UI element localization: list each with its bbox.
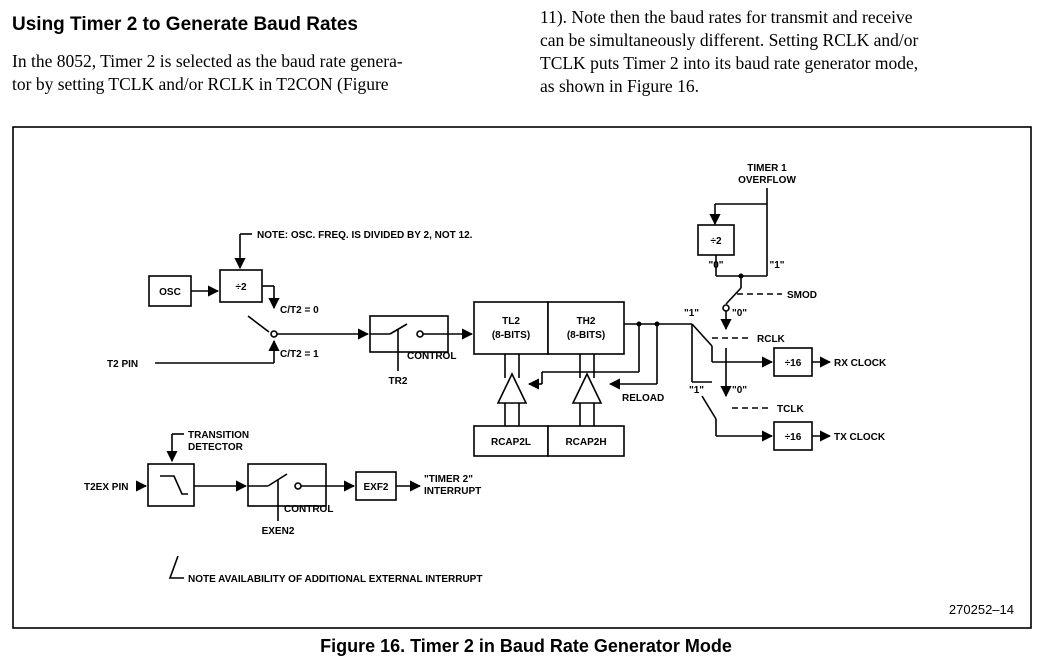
quote-0-label: "0"	[732, 308, 747, 319]
paragraph-line: 11). Note then the baud rates for transm…	[540, 7, 913, 27]
interrupt-label: INTERRUPT	[424, 486, 481, 497]
tx-clock-label: TX CLOCK	[834, 432, 886, 443]
osc-label: OSC	[159, 287, 181, 298]
div16-label: ÷16	[785, 432, 802, 443]
note-pointer	[168, 555, 184, 579]
detector-label: DETECTOR	[188, 442, 244, 453]
timer2-interrupt-label: "TIMER 2"	[424, 474, 473, 485]
switch-arm	[247, 315, 270, 333]
control-label: CONTROL	[407, 351, 456, 362]
paragraph-line: can be simultaneously different. Setting…	[540, 30, 919, 50]
transition-detector-block	[147, 463, 195, 507]
figure-frame	[12, 126, 1032, 629]
ct1-label: C/T2 = 1	[280, 349, 319, 360]
reload-buffer-high	[571, 372, 603, 404]
figure-caption: Figure 16. Timer 2 in Baud Rate Generato…	[320, 636, 732, 656]
osc-block	[148, 275, 192, 307]
rcap2h-label: RCAP2H	[565, 437, 606, 448]
paragraph-line: In the 8052, Timer 2 is selected as the …	[12, 51, 403, 71]
transition-label: TRANSITION	[188, 430, 249, 441]
rx-clock-label: RX CLOCK	[834, 358, 887, 369]
paragraph-line: TCLK puts Timer 2 into its baud rate gen…	[540, 53, 919, 73]
edge-symbol	[160, 475, 188, 495]
timer1-label: TIMER 1	[747, 163, 787, 174]
paragraph-line: as shown in Figure 16.	[540, 76, 699, 96]
quote-1-label: "1"	[684, 308, 699, 319]
osc-note-label: NOTE: OSC. FREQ. IS DIVIDED BY 2, NOT 12…	[257, 230, 473, 241]
tr2-label: TR2	[389, 376, 408, 387]
t2ex-pin-label: T2EX PIN	[84, 482, 128, 493]
ext-interrupt-note: NOTE AVAILABILITY OF ADDITIONAL EXTERNAL…	[188, 574, 482, 585]
tl2-label: TL2	[502, 316, 520, 327]
div2-label: ÷2	[235, 282, 246, 293]
switch-arm	[701, 395, 717, 420]
switch-contact	[294, 482, 302, 490]
baud-rate-diagram: TIMER 1 OVERFLOW ÷2 "0" "1" SMOD NOTE: O…	[12, 126, 1032, 629]
switch-arm	[725, 287, 742, 305]
quote-0-label: "0"	[708, 260, 723, 271]
switch-contact	[270, 330, 278, 338]
exf2-label: EXF2	[363, 482, 388, 493]
switch-contact	[416, 330, 424, 338]
reload-buffer-low	[496, 372, 528, 404]
bits-label: (8-BITS)	[492, 330, 530, 341]
bits-label: (8-BITS)	[567, 330, 605, 341]
switch-arm	[691, 323, 713, 347]
rcap2l-label: RCAP2L	[491, 437, 531, 448]
th2-register	[547, 301, 625, 355]
exen2-label: EXEN2	[262, 526, 295, 537]
smod-label: SMOD	[787, 290, 817, 301]
paragraph-line: tor by setting TCLK and/or RCLK in T2CON…	[12, 74, 389, 94]
t2pin-label: T2 PIN	[107, 359, 138, 370]
exf2-block	[355, 471, 397, 501]
section-heading: Using Timer 2 to Generate Baud Rates	[12, 14, 358, 35]
ct0-label: C/T2 = 0	[280, 305, 319, 316]
figure-code: 270252–14	[949, 602, 1014, 617]
div16-block-tx	[773, 421, 813, 451]
reload-label: RELOAD	[622, 393, 664, 404]
switch-contact	[722, 304, 730, 312]
div2-label: ÷2	[710, 236, 721, 247]
figure-16-diagram: TIMER 1 OVERFLOW ÷2 "0" "1" SMOD NOTE: O…	[12, 126, 1032, 629]
left-column: In the 8052, Timer 2 is selected as the …	[12, 50, 512, 96]
th2-label: TH2	[577, 316, 596, 327]
tclk-label: TCLK	[777, 404, 804, 415]
rclk-label: RCLK	[757, 334, 786, 345]
control-label: CONTROL	[284, 504, 333, 515]
rcap2l-register	[473, 425, 549, 457]
div16-label: ÷16	[785, 358, 802, 369]
overflow-label: OVERFLOW	[738, 175, 796, 186]
quote-1-label: "1"	[769, 260, 784, 271]
exen2-control-block	[247, 463, 327, 507]
tl2-register	[473, 301, 549, 355]
right-column: 11). Note then the baud rates for transm…	[540, 6, 1040, 98]
div2-block-smod	[697, 224, 735, 256]
quote-0-label: "0"	[732, 385, 747, 396]
rcap2h-register	[547, 425, 625, 457]
quote-1-label: "1"	[689, 385, 704, 396]
